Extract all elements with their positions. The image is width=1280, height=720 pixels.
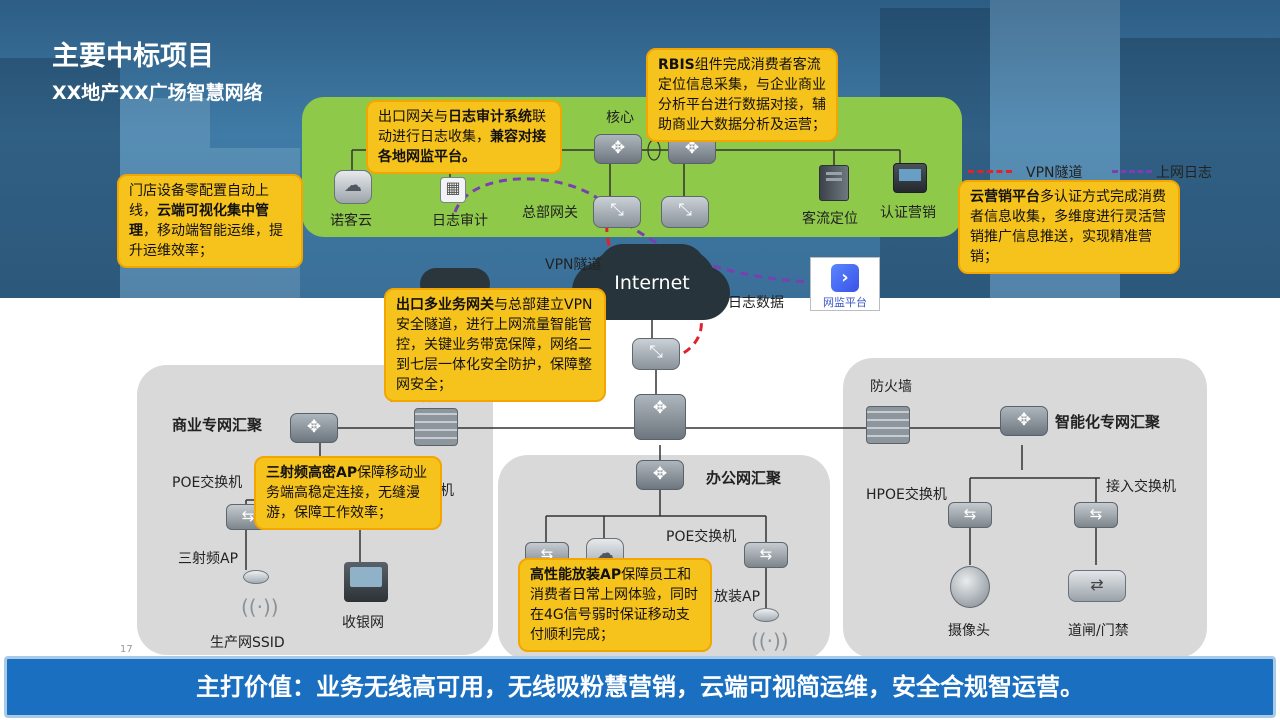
callout-store-devices: 门店设备零配置自动上线，云端可视化集中管理，移动端智能运维，提升运维效率； <box>117 174 303 268</box>
vpn-tunnel-path <box>605 209 703 360</box>
hq-gateway-1-icon <box>593 196 641 228</box>
callout-cloud-text: 多认证方式完成消费者信息收集，多维度进行灵活营销推广信息推送，实现精准营销； <box>970 189 1166 265</box>
business-poe-label: POE交换机 <box>172 475 243 491</box>
monitor-platform-logo-icon: › <box>831 264 859 292</box>
page-subtitle: XX地产XX广场智慧网络 <box>52 82 263 104</box>
wifi-signal-icon: ((·)) <box>241 595 279 619</box>
office-agg-switch-icon <box>636 460 684 490</box>
hq-gateway-label: 总部网关 <box>522 205 578 221</box>
camera-icon <box>950 566 990 608</box>
office-panel-ap-icon <box>753 608 779 622</box>
access-switch-label: 接入交换机 <box>1106 479 1176 495</box>
callout-egress-text-bold: 出口多业务网关 <box>396 297 494 313</box>
office-panel-ap-label: 放装AP <box>714 589 761 605</box>
auth-marketing-label: 认证营销 <box>880 205 936 221</box>
callout-cloud-marketing: 云营销平台多认证方式完成消费者信息收集，多维度进行灵活营销推广信息推送，实现精准… <box>958 180 1180 274</box>
callout-tri-text-bold: 三射频高密AP <box>266 465 358 481</box>
tri-radio-ap-label: 三射频AP <box>178 551 239 567</box>
camera-label: 摄像头 <box>948 623 990 639</box>
monitor-platform-label: 网监平台 <box>823 296 867 309</box>
callout-log-text-1: 出口网关与 <box>378 109 448 125</box>
log-data-label: 日志数据 <box>728 295 784 311</box>
smart-firewall-icon <box>866 406 910 444</box>
smart-zone-title: 智能化专网汇聚 <box>1055 413 1161 431</box>
monitor-platform: › 网监平台 <box>810 257 880 311</box>
business-switch2-label: 机 <box>440 483 454 499</box>
callout-store-text-bold: 云端可视化集中管理 <box>129 203 269 239</box>
office-zone-title: 办公网汇聚 <box>706 469 782 487</box>
callout-egress-text: 与总部建立VPN安全隧道，进行上网流量智能管控，关键业务带宽保障，网络二到七层一… <box>396 297 593 393</box>
cashier-network-label: 收银网 <box>342 615 384 631</box>
hq-gateway-2-icon <box>661 196 709 228</box>
tri-radio-ap-icon <box>243 570 269 584</box>
smart-agg-switch-icon <box>1000 406 1048 436</box>
legend-log-swatch <box>1112 170 1152 173</box>
footfall-server-icon <box>819 165 849 201</box>
internet-label: Internet <box>614 272 690 294</box>
hpoe-switch-label: HPOE交换机 <box>866 487 947 503</box>
log-audit-icon <box>440 177 466 203</box>
callout-store-text-1: 门店设备零配置自动上线， <box>129 183 269 219</box>
log-audit-label: 日志审计 <box>432 213 488 229</box>
production-ssid-label: 生产网SSID <box>210 635 285 651</box>
callout-rbis-text-bold: RBIS <box>658 57 695 73</box>
callout-rbis-text: 组件完成消费者客流定位信息采集，与企业商业分析平台进行数据对接，辅助商业大数据分… <box>658 57 826 133</box>
cashier-terminal-icon <box>344 562 388 602</box>
page-title: 主要中标项目 <box>52 41 214 72</box>
hpoe-switch-icon <box>948 502 992 528</box>
core-label: 核心 <box>606 110 634 126</box>
legend-vpn-swatch <box>968 170 1012 173</box>
legend-log-label: 上网日志 <box>1156 165 1212 181</box>
core-switch-1-icon <box>594 134 642 164</box>
office-wifi-icon: ((·)) <box>751 629 789 653</box>
gate-access-label: 道闸/门禁 <box>1068 623 1129 639</box>
business-firewall-icon <box>414 408 458 446</box>
callout-rbis: RBIS组件完成消费者客流定位信息采集，与企业商业分析平台进行数据对接，辅助商业… <box>646 48 838 142</box>
vpn-tunnel-label: VPN隧道 <box>545 257 602 273</box>
callout-store-text-2: ，移动端智能运维，提升运维效率； <box>129 223 283 259</box>
business-agg-switch-icon <box>290 413 338 443</box>
nuoke-cloud-label: 诺客云 <box>330 213 372 229</box>
smart-firewall-label: 防火墙 <box>870 379 912 395</box>
callout-tri-text: 保障移动业务端高稳定连接，无缝漫游，保障工作效率； <box>266 465 428 521</box>
callout-tri-radio-ap: 三射频高密AP保障移动业务端高稳定连接，无缝漫游，保障工作效率； <box>254 456 442 530</box>
internet-cloud-icon <box>588 248 716 318</box>
nuoke-cloud-icon <box>334 170 372 204</box>
business-zone-title: 商业专网汇聚 <box>172 416 263 434</box>
legend-vpn-label: VPN隧道 <box>1026 165 1083 181</box>
callout-log-audit: 出口网关与日志审计系统联动进行日志收集，兼容对接各地网监平台。 <box>366 100 562 174</box>
callout-perf-text: 保障员工和消费者日常上网体验，同时在4G信号弱时保证移动支付顺利完成； <box>530 567 698 643</box>
callout-log-text-bold: 日志审计系统 <box>448 109 532 125</box>
office-poe-switch-icon <box>744 542 788 568</box>
auth-marketing-icon <box>893 163 927 193</box>
footfall-label: 客流定位 <box>802 211 858 227</box>
egress-gateway-icon <box>632 338 680 370</box>
callout-egress-gateway: 出口多业务网关与总部建立VPN安全隧道，进行上网流量智能管控，关键业务带宽保障，… <box>384 288 606 402</box>
callout-log-text-bold-2: 兼容对接各地网监平台。 <box>378 129 546 165</box>
callout-panel-ap: 高性能放装AP保障员工和消费者日常上网体验，同时在4G信号弱时保证移动支付顺利完… <box>518 558 712 652</box>
core-aggregation-icon <box>634 394 686 440</box>
office-poe-label: POE交换机 <box>666 529 737 545</box>
gate-access-icon <box>1068 570 1126 602</box>
page-number: 17 <box>120 644 133 655</box>
callout-perf-text-bold: 高性能放装AP <box>530 567 622 583</box>
access-switch-icon <box>1074 502 1118 528</box>
value-statement-banner: 主打价值：业务无线高可用，无线吸粉慧营销，云端可视简运维，安全合规智运营。 <box>4 656 1276 718</box>
callout-log-text-2: 联动进行日志收集， <box>378 109 546 145</box>
callout-cloud-text-bold: 云营销平台 <box>970 189 1040 205</box>
